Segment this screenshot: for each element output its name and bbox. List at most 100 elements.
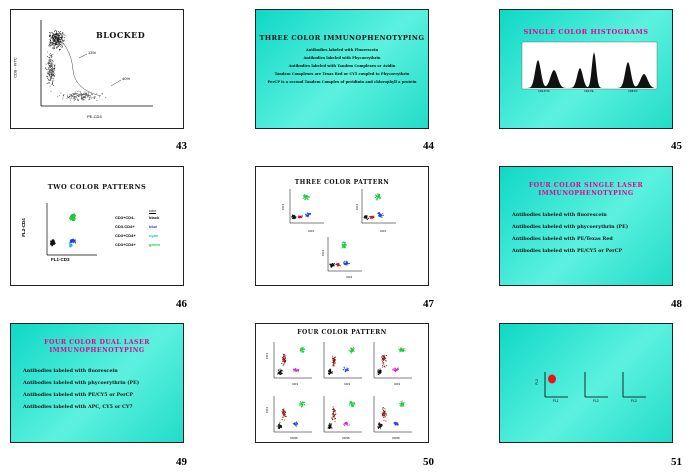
scatter-dot (363, 217, 365, 219)
scatter-dot (346, 421, 348, 423)
scatter-dot (50, 32, 51, 34)
scatter-dot (50, 55, 52, 57)
slide-43[interactable]: BLOCKED 13% 40% CD8 - FITC PE-CD4 (10, 9, 184, 129)
scatter-dot (351, 349, 354, 351)
slide-45-title: SINGLE COLOR HISTOGRAMS (523, 28, 649, 36)
scatter-dot (69, 246, 72, 248)
slide-48[interactable]: FOUR COLOR SINGLE LASER IMMUNOPHENOTYPIN… (499, 166, 673, 286)
p47-x-1: CD3 (308, 229, 315, 233)
slide-44-line-4: Tandem Complexes are Texas Red or CY5 co… (274, 72, 410, 76)
scatter-dot (60, 36, 62, 38)
scatter-dot (51, 75, 52, 77)
slide-50[interactable]: FOUR COLOR PATTERN CD3 CD3 CD3 CD56 CD56… (255, 323, 429, 443)
slide-44-line-5: PerCP is a second Tandem Complex of peri… (267, 80, 417, 84)
slide-51-x-label-2: FL3 (593, 399, 599, 403)
scatter-dot (303, 195, 305, 198)
scatter-dot (278, 426, 280, 428)
scatter-dot (332, 357, 335, 360)
scatter-dot (338, 264, 340, 266)
scatter-dot (294, 425, 296, 427)
scatter-dot (86, 94, 88, 96)
slide-49[interactable]: FOUR COLOR DUAL LASER IMMUNOPHENOTYPING … (10, 323, 184, 443)
scatter-dot (285, 412, 287, 414)
scatter-dot (57, 31, 59, 32)
scatter-dot (383, 417, 385, 419)
scatter-dot (49, 74, 51, 76)
scatter-dot (57, 32, 59, 34)
scatter-dot (331, 418, 333, 420)
scatter-dot (51, 80, 53, 82)
scatter-dot (344, 369, 346, 371)
scatter-dot (385, 354, 388, 357)
scatter-dot (68, 97, 70, 98)
slide-44[interactable]: THREE COLOR IMMUNOPHENOTYPING Antibodies… (255, 9, 429, 129)
scatter-dot (58, 41, 60, 43)
scatter-dot (352, 405, 355, 407)
scatter-dot (281, 363, 283, 365)
scatter-dot (45, 63, 47, 65)
scatter-dot (384, 354, 386, 356)
scatter-dot (366, 215, 368, 217)
scatter-dot (343, 423, 345, 425)
scatter-dot (343, 366, 345, 368)
scatter-dot (344, 241, 346, 243)
scatter-dot (351, 350, 353, 352)
scatter-dot (50, 60, 52, 62)
scatter-dot (50, 77, 52, 79)
scatter-dot (76, 94, 78, 96)
scatter-dot (50, 72, 52, 74)
scatter-dot (90, 93, 92, 95)
scatter-dot (335, 356, 337, 358)
scatter-dot (70, 95, 72, 97)
scatter-dot (49, 35, 51, 37)
slide-46[interactable]: TWO COLOR PATTERNS FL2-CD4 FL1-CD3 color… (10, 166, 184, 286)
slide-43-title: BLOCKED (96, 30, 146, 40)
scatter-dot (52, 53, 54, 55)
slide-45[interactable]: SINGLE COLOR HISTOGRAMS CD3-FITC CD4-PE … (499, 9, 673, 129)
scatter-dot (56, 42, 58, 44)
scatter-dot (81, 94, 83, 96)
slide-51-y-label: FL2 (534, 379, 539, 385)
slide-number-45: 45 (671, 140, 682, 152)
scatter-dot (305, 195, 307, 197)
scatter-dot (336, 264, 338, 266)
scatter-dot (46, 69, 47, 71)
scatter-dot (376, 196, 379, 198)
slide-51[interactable]: FL2 FL1 FL3 FL3 (499, 323, 673, 443)
scatter-dot (335, 264, 337, 266)
scatter-dot (53, 75, 55, 77)
scatter-dot (347, 262, 349, 265)
scatter-dot (53, 46, 55, 48)
legend-label: CD3+CD4+ (115, 233, 136, 238)
scatter-dot (79, 91, 81, 93)
scatter-dot (276, 373, 279, 375)
scatter-dot (56, 39, 57, 41)
scatter-dot (332, 361, 334, 363)
scatter-dot (77, 91, 79, 92)
scatter-dot (52, 63, 54, 65)
scatter-dot (399, 402, 401, 404)
scatter-dot (382, 362, 384, 364)
scatter-dot (58, 45, 59, 47)
scatter-dot (280, 371, 282, 373)
scatter-dot (385, 413, 387, 415)
scatter-dot (60, 34, 62, 36)
scatter-dot (337, 263, 339, 265)
scatter-dot (62, 95, 64, 96)
scatter-dot (71, 216, 74, 219)
scatter-dot (348, 424, 350, 426)
scatter-dot (46, 76, 48, 78)
scatter-dot (350, 347, 352, 349)
slide-47[interactable]: THREE COLOR PATTERN CD3 CD3 CD3 CD4 CD4 … (255, 166, 429, 286)
scatter-dot (71, 97, 72, 99)
scatter-dot (372, 215, 374, 217)
scatter-dot (61, 44, 63, 46)
p47-y-2: CD4 (355, 203, 360, 211)
scatter-dot (48, 78, 50, 80)
scatter-dot (60, 92, 62, 94)
scatter-dot (306, 196, 308, 198)
scatter-dot (47, 62, 49, 63)
scatter-dot (75, 95, 77, 97)
scatter-dot (400, 403, 403, 405)
scatter-dot (47, 56, 49, 57)
